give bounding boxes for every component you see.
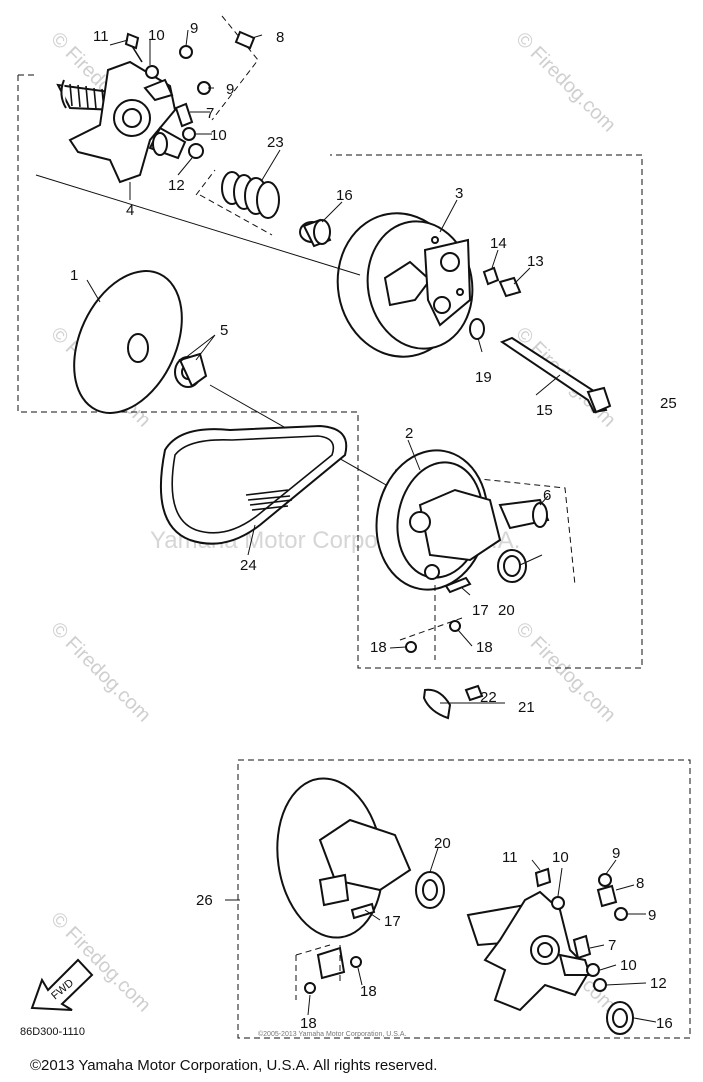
label-18-top-a: 18 (370, 639, 387, 656)
label-7-top: 7 (206, 105, 214, 122)
label-24: 24 (240, 557, 257, 574)
label-11-bottom: 11 (502, 849, 518, 866)
label-23: 23 (267, 134, 284, 151)
label-25: 25 (660, 395, 677, 412)
label-15: 15 (536, 402, 553, 419)
label-12-bottom: 12 (650, 975, 667, 992)
label-9-bottom-a: 9 (612, 845, 620, 862)
label-13: 13 (527, 253, 544, 270)
label-26: 26 (196, 892, 213, 909)
part-4-spider (56, 60, 187, 184)
part-24-belt (159, 424, 348, 556)
label-17-bottom: 17 (384, 913, 401, 930)
label-18-top-b: 18 (476, 639, 493, 656)
secondary-hardware-top (389, 439, 549, 720)
label-21: 21 (518, 699, 535, 716)
label-10-bottom-b: 10 (620, 957, 637, 974)
part-1-sheave (73, 270, 183, 414)
label-8-bottom: 8 (636, 875, 644, 892)
label-14: 14 (490, 235, 507, 252)
label-8-top: 8 (276, 29, 284, 46)
copyright-notice: ©2013 Yamaha Motor Corporation, U.S.A. A… (30, 1057, 437, 1074)
assembly-outlines (17, 15, 691, 1039)
bottom-assembly (225, 777, 657, 1035)
label-10-bottom-a: 10 (552, 849, 569, 866)
label-1: 1 (70, 267, 78, 284)
label-22: 22 (480, 689, 497, 706)
label-4: 4 (126, 202, 134, 219)
label-18-bottom-b: 18 (300, 1015, 317, 1032)
part-5-seals (174, 352, 208, 388)
label-18-bottom-a: 18 (360, 983, 377, 1000)
part-2-secondary (375, 449, 550, 591)
top-left-hardware (124, 30, 256, 159)
label-19: 19 (475, 369, 492, 386)
watermark-5: © Firedog.com (46, 618, 155, 727)
fwd-arrow-icon: FWD (30, 958, 94, 1011)
label-20-top: 20 (498, 602, 515, 619)
label-9-bottom-b: 9 (648, 907, 656, 924)
fine-print: ©2005-2013 Yamaha Motor Corporation, U.S… (258, 1030, 407, 1038)
label-10-top-a: 10 (148, 27, 165, 44)
cover-hardware (469, 266, 612, 414)
label-9-top-a: 9 (190, 20, 198, 37)
label-17-top: 17 (472, 602, 489, 619)
callout-labels: 11 10 9 8 9 7 10 12 4 23 16 3 14 13 1 5 … (70, 20, 677, 1032)
part-16-bushing-top (299, 218, 332, 248)
label-11-top: 11 (93, 28, 109, 45)
label-2: 2 (405, 425, 413, 442)
label-16-top: 16 (336, 187, 353, 204)
label-12-top: 12 (168, 177, 185, 194)
label-6: 6 (543, 487, 551, 504)
diagram-code: 86D300-1110 (20, 1026, 85, 1038)
part-23-spring (221, 171, 280, 219)
part-3-cover (336, 212, 474, 358)
watermark-2: © Firedog.com (511, 28, 620, 137)
label-7-bottom: 7 (608, 937, 616, 954)
label-5: 5 (220, 322, 228, 339)
label-16-bottom: 16 (656, 1015, 673, 1032)
label-20-bottom: 20 (434, 835, 451, 852)
label-3: 3 (455, 185, 463, 202)
label-9-top-b: 9 (226, 81, 234, 98)
label-10-top-b: 10 (210, 127, 227, 144)
